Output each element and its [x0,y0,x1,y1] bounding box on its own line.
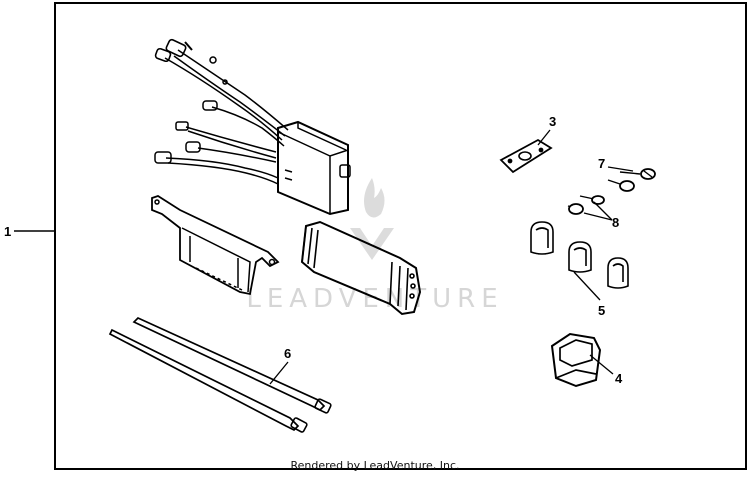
clips-5 [530,221,629,289]
leader-line-5 [573,271,601,301]
screws-8 [567,179,635,215]
leader-line-3 [537,129,551,146]
callout-1: 1 [4,224,11,239]
leader-line-8b [583,212,613,221]
gasket-plate [499,138,553,174]
callout-4: 4 [615,371,623,386]
callout-8: 8 [612,215,619,230]
callout-5: 5 [598,303,605,318]
watermark: LEADVENTURE [246,178,503,314]
watermark-text: LEADVENTURE [246,284,503,314]
callout-6: 6 [284,346,291,361]
clamp-4 [550,332,602,388]
callout-7: 7 [598,156,605,171]
mounting-bracket [151,195,280,296]
cable-ties-6 [108,316,332,433]
switch-box-harness [154,38,351,216]
diagram-border [54,2,747,470]
leader-line-8a [593,201,613,221]
leader-line-6 [269,361,289,385]
leader-line-7 [607,166,634,172]
render-credit: Rendered by LeadVenture, Inc. [290,459,460,472]
leader-line-4 [589,354,614,375]
screw-7 [619,168,656,180]
callout-3: 3 [549,114,556,129]
rubber-boot [300,220,422,316]
